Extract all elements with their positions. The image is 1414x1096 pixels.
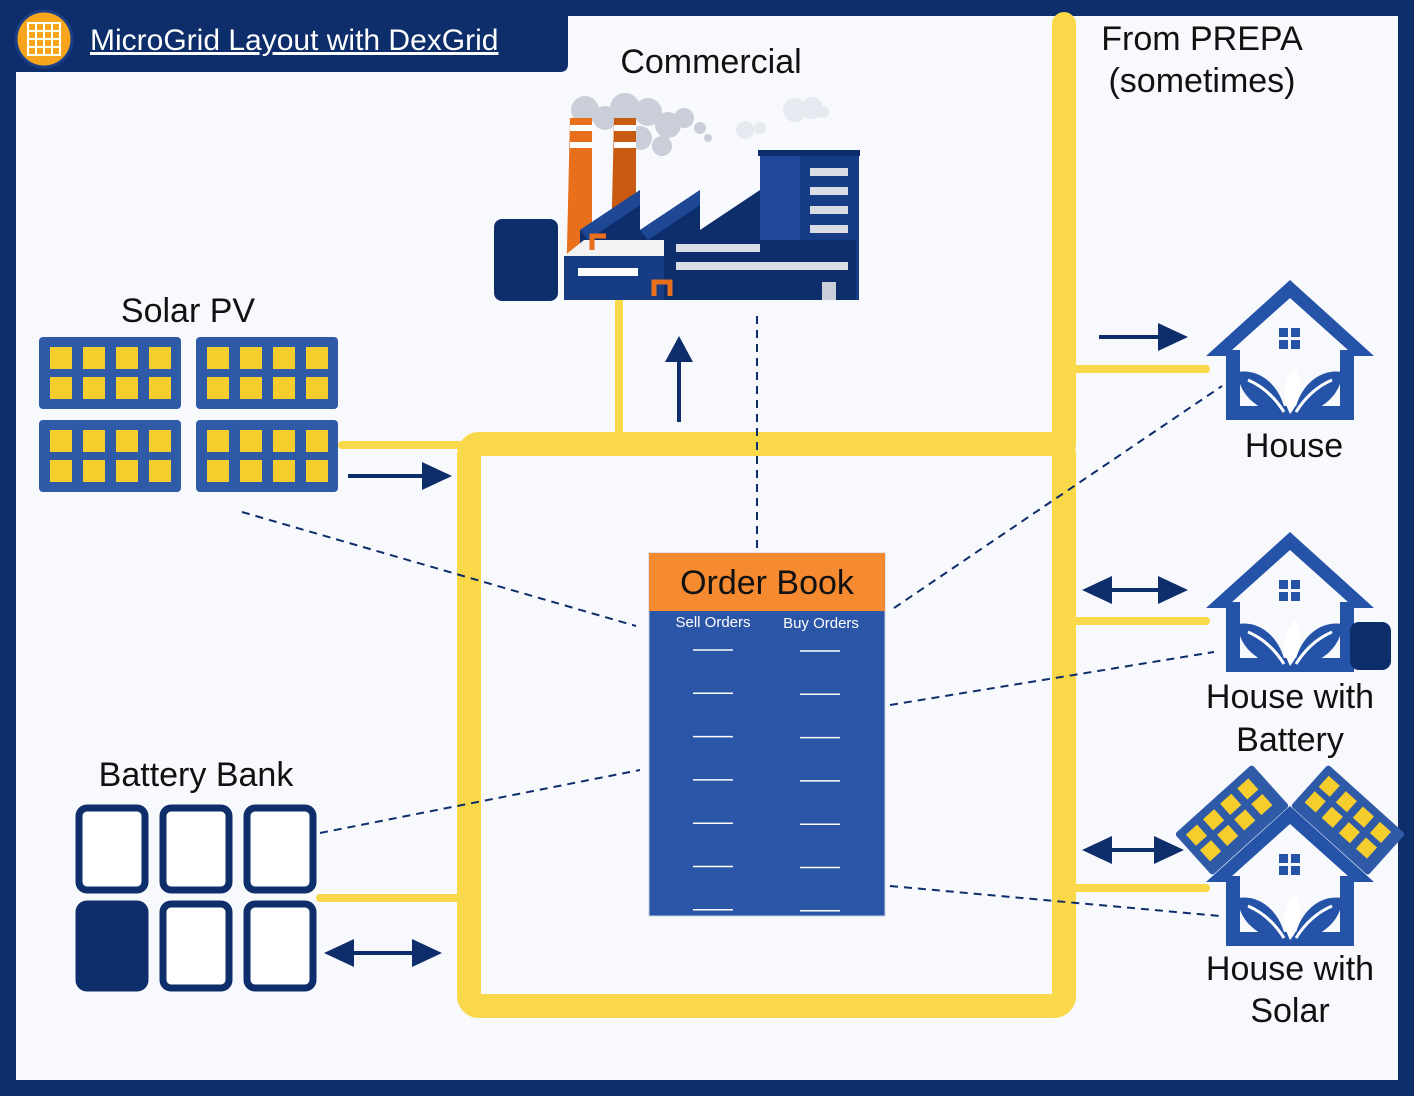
solar-right-arrow <box>348 462 452 490</box>
house-battery-icon <box>1350 622 1391 670</box>
order-book-body <box>648 552 886 917</box>
grid-loop <box>457 432 1076 1018</box>
house-roof-solar-panels <box>1175 765 1405 875</box>
order-book: Order Book Sell Orders Buy Orders <box>648 552 886 917</box>
battery-bank <box>75 804 317 992</box>
house-battery-label-line1: House with <box>1206 678 1374 716</box>
commercial-up-arrow <box>665 336 693 422</box>
house-battery-bidirectional-arrow <box>1082 576 1188 604</box>
prepa-label-line1: From PREPA <box>1101 20 1303 58</box>
battery-cell-icon <box>159 900 233 992</box>
house-order-link <box>893 385 1223 609</box>
house-label: House <box>1245 427 1343 465</box>
house-solar-label-line1: House with <box>1206 950 1374 988</box>
solar-panel-icon <box>1291 765 1405 875</box>
house-with-battery-icon <box>1206 532 1374 672</box>
prepa-label-line2: (sometimes) <box>1108 62 1295 100</box>
solar-panel-icon <box>196 337 338 409</box>
solar-panel-icon <box>1175 765 1289 875</box>
solar-panel-icon <box>39 420 181 492</box>
solar-panel-icon <box>196 420 338 492</box>
battery-cell-icon <box>243 900 317 992</box>
house-right-arrow <box>1099 323 1188 351</box>
house-battery-order-link <box>889 651 1215 706</box>
solar-order-link <box>241 511 637 627</box>
power-lines <box>316 12 1210 1018</box>
battery-cell-full-icon <box>75 900 149 992</box>
house-icon <box>1206 280 1374 420</box>
house-solar-label-line2: Solar <box>1250 992 1329 1030</box>
factory-icon <box>494 93 860 301</box>
buy-orders-label: Buy Orders <box>783 615 859 632</box>
battery-cell-icon <box>243 804 317 894</box>
flow-arrows <box>324 323 1188 967</box>
solar-panel-icon <box>39 337 181 409</box>
house-solar-bidirectional-arrow <box>1082 836 1184 864</box>
commercial-battery-icon <box>494 219 558 301</box>
order-rows <box>693 649 840 912</box>
solar-pv-label: Solar PV <box>121 292 255 330</box>
commercial-label: Commercial <box>620 43 801 81</box>
battery-bidirectional-arrow <box>324 939 442 967</box>
header-title-link[interactable]: MicroGrid Layout with DexGrid <box>90 24 498 57</box>
order-book-title: Order Book <box>680 564 855 602</box>
header-tab: MicroGrid Layout with DexGrid <box>8 0 568 72</box>
house-with-solar-icon <box>1206 806 1374 946</box>
grid-logo-icon <box>14 9 74 69</box>
battery-order-link <box>319 769 641 834</box>
battery-cell-icon <box>159 804 233 894</box>
order-book-links <box>241 316 1223 917</box>
sell-orders-label: Sell Orders <box>675 614 750 631</box>
battery-bank-label: Battery Bank <box>99 756 295 794</box>
house-battery-label-line2: Battery <box>1236 721 1344 759</box>
solar-pv-array <box>39 337 338 492</box>
battery-cell-icon <box>75 804 149 894</box>
order-book-header <box>649 553 885 611</box>
